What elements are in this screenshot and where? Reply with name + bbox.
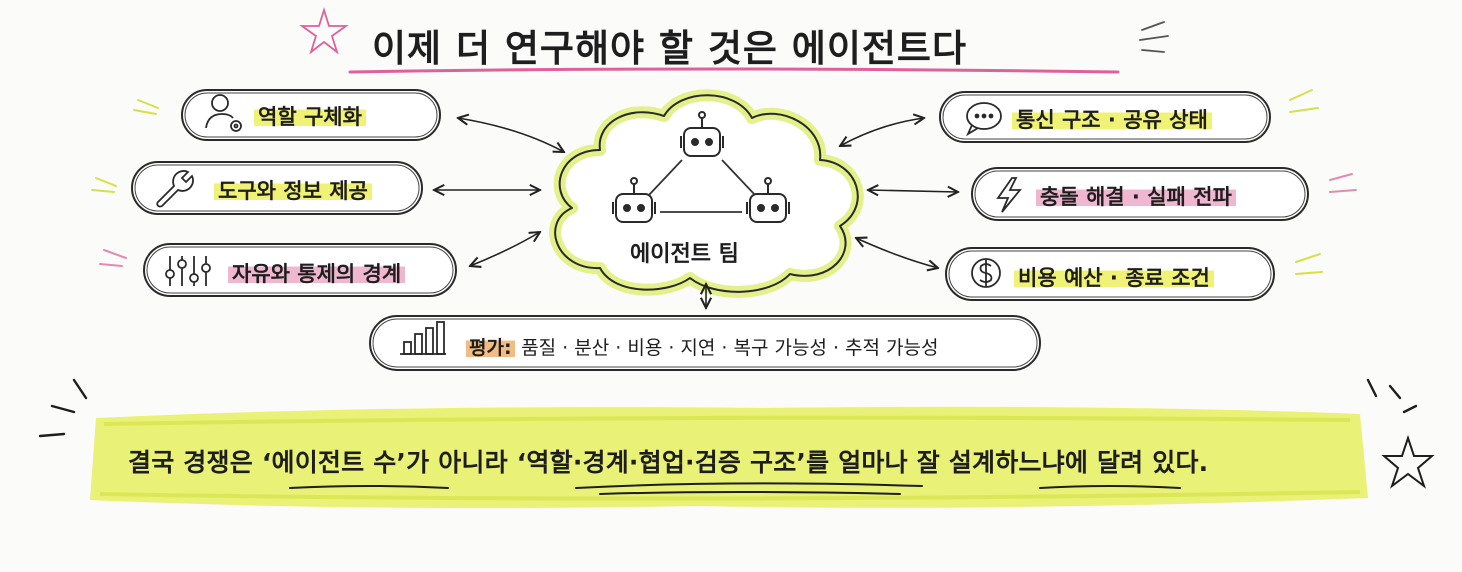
robot-left-icon xyxy=(612,177,656,223)
robot-top-icon xyxy=(680,111,724,157)
conclusion-part2: 가 아니라 xyxy=(406,448,517,477)
dollar-icon xyxy=(971,258,1001,288)
accent-dashes xyxy=(91,89,1357,275)
robot-link-lines xyxy=(647,159,757,213)
conclusion-part1: 결국 경쟁은 xyxy=(128,448,262,477)
star-doodle-right-icon xyxy=(1381,434,1435,489)
right-item-budget: 비용 예산 · 종료 조건 xyxy=(1014,262,1214,292)
pill-evaluation xyxy=(369,315,1041,371)
robot-right-icon xyxy=(746,177,790,223)
conclusion-quote2: ‘역할·경계·협업·검증 구조’ xyxy=(516,448,807,477)
page-title: 이제 더 연구해야 할 것은 에이전트다 xyxy=(372,27,968,70)
agent-team-label: 에이전트 팀 xyxy=(630,242,739,267)
evaluation-text: 평가: 품질 · 분산 · 비용 · 지연 · 복구 가능성 · 추적 가능성 xyxy=(466,333,939,360)
user-gear-icon xyxy=(205,94,242,132)
sliders-icon xyxy=(165,256,211,286)
left-item-tools: 도구와 정보 제공 xyxy=(214,175,372,205)
star-doodle-icon xyxy=(299,6,349,55)
right-item-communication-label: 통신 구조 · 공유 상태 xyxy=(1012,108,1212,132)
wrench-icon xyxy=(156,170,194,208)
right-item-communication: 통신 구조 · 공유 상태 xyxy=(1012,104,1212,134)
title-underline xyxy=(348,67,1120,74)
conclusion-underlines xyxy=(289,482,1181,495)
left-item-role-label: 역할 구체화 xyxy=(254,105,366,129)
conclusion-part3: 를 얼마나 xyxy=(806,448,917,477)
connector-arrows xyxy=(434,118,958,308)
conclusion-highlight xyxy=(90,406,1368,508)
title-accent-marks xyxy=(1139,21,1169,53)
lightning-icon xyxy=(996,177,1022,213)
left-item-freedom: 자유와 통제의 경계 xyxy=(228,258,406,288)
left-item-freedom-label: 자유와 통제의 경계 xyxy=(228,262,406,286)
bar-chart-icon xyxy=(400,321,446,355)
right-item-conflict-label: 충돌 해결 · 실패 전파 xyxy=(1036,185,1236,209)
left-item-tools-label: 도구와 정보 제공 xyxy=(214,179,372,203)
conclusion-emphasis: 잘 설계하느냐 xyxy=(916,448,1065,477)
chat-bubble-icon xyxy=(966,102,1002,137)
conclusion-text: 결국 경쟁은 ‘에이전트 수’가 아니라 ‘역할·경계·협업·검증 구조’를 얼… xyxy=(128,443,1208,479)
left-item-role: 역할 구체화 xyxy=(254,101,366,131)
right-item-conflict: 충돌 해결 · 실패 전파 xyxy=(1036,181,1236,211)
emphasis-marks xyxy=(38,378,1418,438)
evaluation-items: 품질 · 분산 · 비용 · 지연 · 복구 가능성 · 추적 가능성 xyxy=(521,337,939,359)
agent-team-cloud xyxy=(549,89,864,298)
conclusion-quote1: ‘에이전트 수’ xyxy=(261,448,407,477)
evaluation-label: 평가: xyxy=(466,337,515,359)
conclusion-part4: 에 달려 있다. xyxy=(1064,448,1209,477)
right-item-budget-label: 비용 예산 · 종료 조건 xyxy=(1014,266,1214,290)
